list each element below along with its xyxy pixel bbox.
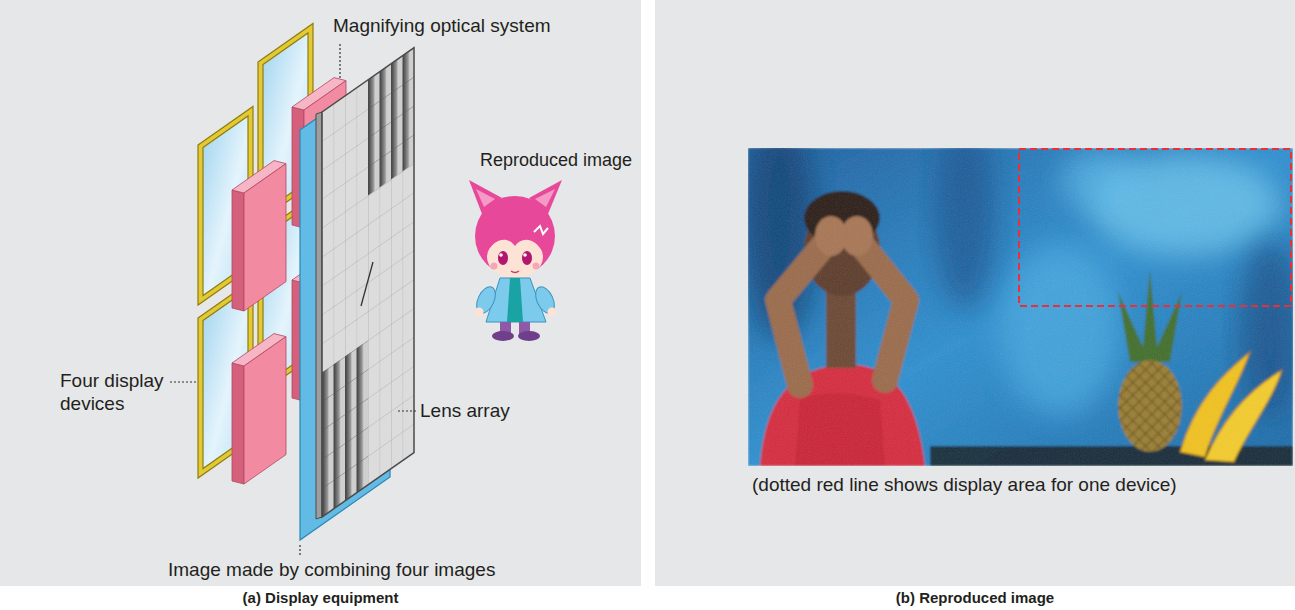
magnifying-optic — [232, 363, 244, 484]
panel-ground — [0, 0, 641, 586]
panel: (b) Reproduced image — [655, 0, 1295, 610]
character-figure — [491, 263, 498, 270]
leader-line — [299, 543, 300, 555]
magnifying-optic — [244, 337, 286, 484]
label-holder: Image made by combining four images — [168, 559, 495, 582]
character-figure — [534, 226, 548, 234]
device-area-outline — [1019, 149, 1291, 306]
leader-line — [398, 410, 416, 411]
part-label: Magnifying optical system — [333, 15, 551, 38]
leader-line — [170, 381, 197, 382]
character-figure — [469, 180, 562, 341]
magnifying-optic — [244, 164, 286, 311]
lens-array — [322, 48, 414, 517]
character-figure — [499, 253, 503, 257]
character-figure — [522, 251, 532, 265]
reproduced-photo — [748, 148, 1293, 466]
panel: (a) Display equipment — [0, 0, 641, 610]
lens-array — [316, 48, 414, 519]
reproduced-photo — [748, 148, 1293, 466]
panel-caption-holder: (a) Display equipment — [0, 589, 641, 606]
character-figure — [532, 284, 558, 316]
part-label: Reproduced image — [480, 150, 632, 172]
panel-ground — [655, 0, 1295, 586]
character-figure — [511, 271, 519, 273]
reproduced-photo — [748, 148, 1293, 466]
label-holder: Lens array — [420, 400, 510, 423]
character-figure — [475, 308, 484, 317]
lens-array — [316, 112, 322, 519]
reproduced-photo — [748, 148, 1293, 466]
character-figure — [533, 263, 540, 270]
lens-array — [322, 48, 414, 517]
character-figure — [498, 251, 508, 265]
character-figure — [492, 331, 514, 341]
photo-caption: (dotted red line shows display area for … — [752, 474, 1177, 497]
lens-array — [322, 48, 414, 517]
label-holder: Reproduced image — [480, 150, 632, 172]
panel-caption: (a) Display equipment — [0, 589, 641, 606]
panel-caption: (b) Reproduced image — [655, 589, 1295, 606]
leader-line — [339, 44, 340, 78]
character-figure — [473, 284, 499, 316]
lens-array — [361, 262, 373, 306]
panel-caption-holder: (b) Reproduced image — [655, 589, 1295, 606]
label-holder: (dotted red line shows display area for … — [752, 474, 1177, 497]
character-figure — [518, 331, 540, 341]
character-figure — [487, 231, 543, 252]
character-figure — [507, 278, 523, 322]
device-area-outline — [1019, 149, 1291, 306]
leader-line — [170, 44, 416, 555]
panel-ground — [0, 0, 1295, 586]
lens-array — [368, 48, 414, 196]
label-holder: Four display devices — [60, 370, 182, 416]
character-figure — [523, 253, 527, 257]
part-label: Lens array — [420, 400, 510, 423]
part-label: Image made by combining four images — [168, 559, 495, 582]
magnifying-optic — [232, 190, 244, 311]
part-label: Four display devices — [60, 370, 182, 416]
label-holder: Magnifying optical system — [333, 15, 551, 38]
character-figure — [548, 308, 557, 317]
